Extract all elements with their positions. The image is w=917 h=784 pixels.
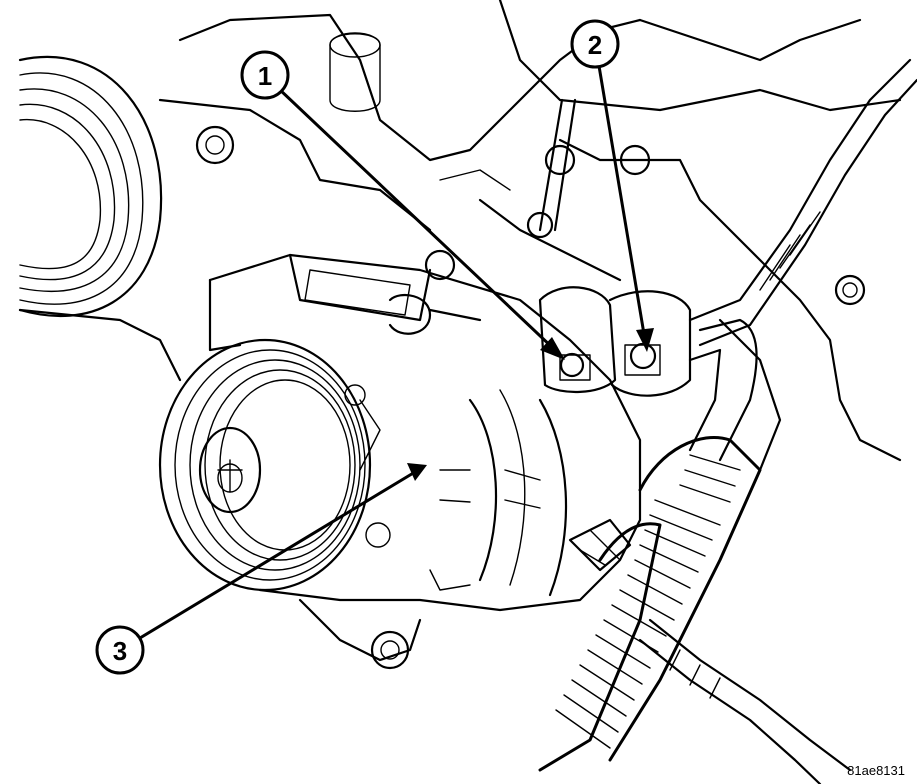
callout-2-number: 2 [588,30,602,60]
refrigerant-lines [538,58,917,462]
leader-arrow-1 [276,86,557,352]
arrowhead-3 [407,463,427,481]
figure-code: 81ae8131 [847,763,905,778]
corrugated-hoses [538,435,852,784]
engine-block [158,0,902,472]
compressor-clutch-pulley [158,338,372,592]
arrowhead-1 [540,337,565,360]
callout-3-number: 3 [113,636,127,666]
callout-1: 1 [240,50,290,100]
leader-lines [138,58,654,640]
callout-2: 2 [570,19,620,69]
leader-arrow-2 [596,58,647,342]
leader-arrow-3 [138,470,417,640]
callout-1-number: 1 [258,61,272,91]
callout-3: 3 [95,625,145,675]
ac-compressor [208,253,642,670]
accessory-pulley [18,55,182,382]
arrowhead-2 [636,328,654,352]
